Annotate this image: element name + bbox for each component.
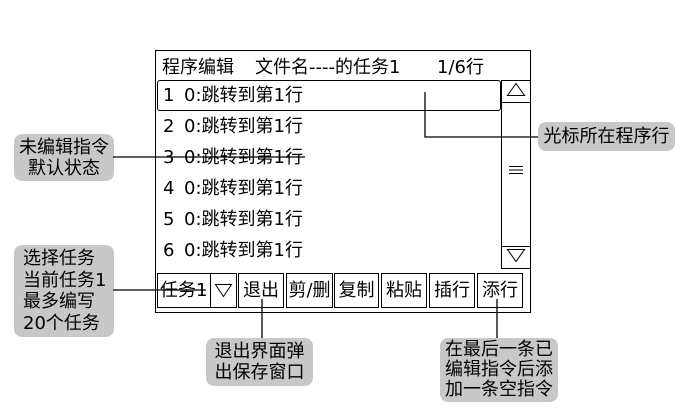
callout-text-line: 光标所在程序行 bbox=[543, 126, 670, 147]
row-number: 6 bbox=[163, 240, 175, 261]
callout-text-line: 在最后一条已 bbox=[445, 339, 553, 360]
callout-text-line: 编辑指令后添 bbox=[445, 359, 553, 380]
callout-default-state: 未编辑指令 默认状态 bbox=[14, 134, 114, 181]
program-editor-panel bbox=[155, 50, 531, 313]
row-instruction: 0:跳转到第1行 bbox=[184, 85, 303, 106]
callout-text-line: 默认状态 bbox=[28, 157, 100, 179]
editor-title: 程序编辑 bbox=[162, 57, 234, 78]
program-row[interactable]: 3 0:跳转到第1行 bbox=[157, 142, 501, 173]
callout-text-line: 未编辑指令 bbox=[19, 136, 109, 158]
scroll-up-button[interactable] bbox=[502, 81, 530, 103]
row-instruction: 0:跳转到第1行 bbox=[184, 116, 303, 137]
callout-add-row: 在最后一条已 编辑指令后添 加一条空指令 bbox=[440, 338, 558, 402]
row-number: 4 bbox=[163, 178, 175, 199]
callout-text-line: 加一条空指令 bbox=[445, 379, 553, 400]
add-row-button[interactable]: 添行 bbox=[477, 273, 523, 308]
copy-button[interactable]: 复制 bbox=[334, 273, 379, 308]
row-instruction: 0:跳转到第1行 bbox=[184, 209, 303, 230]
row-instruction: 0:跳转到第1行 bbox=[184, 240, 303, 261]
triangle-down-icon bbox=[211, 274, 236, 307]
exit-button[interactable]: 退出 bbox=[238, 273, 284, 308]
row-instruction: 0:跳转到第1行 bbox=[184, 147, 303, 168]
row-number: 3 bbox=[163, 147, 175, 168]
paste-button[interactable]: 粘贴 bbox=[381, 273, 427, 308]
callout-text-line: 选择任务 bbox=[23, 248, 95, 269]
program-row[interactable]: 4 0:跳转到第1行 bbox=[157, 173, 501, 204]
triangle-up-icon bbox=[506, 82, 526, 101]
callout-exit-popup: 退出界面弹 出保存窗口 bbox=[206, 338, 313, 386]
row-number: 5 bbox=[163, 209, 175, 230]
callout-text-line: 20个任务 bbox=[23, 312, 100, 334]
program-row[interactable]: 5 0:跳转到第1行 bbox=[157, 204, 501, 235]
dropdown-divider bbox=[210, 274, 211, 307]
triangle-down-icon bbox=[506, 248, 526, 267]
callout-cursor-row: 光标所在程序行 bbox=[538, 122, 675, 151]
cut-delete-button[interactable]: 剪/删 bbox=[286, 273, 333, 308]
file-name-label: 文件名----的任务1 bbox=[255, 57, 401, 78]
callout-text-line: 出保存窗口 bbox=[214, 362, 305, 383]
scroll-down-button[interactable] bbox=[502, 246, 530, 268]
callout-text-line: 最多编写 bbox=[23, 291, 95, 312]
grip-lines-icon[interactable] bbox=[509, 160, 523, 174]
vertical-scrollbar[interactable] bbox=[501, 80, 530, 269]
insert-row-button[interactable]: 插行 bbox=[429, 273, 475, 308]
task-select-value: 任务1 bbox=[160, 280, 208, 301]
callout-text-line: 退出界面弹 bbox=[214, 341, 305, 362]
line-counter: 1/6行 bbox=[437, 57, 484, 78]
callout-task-select: 选择任务 当前任务1 最多编写 20个任务 bbox=[14, 245, 114, 337]
callout-text-line: 当前任务1 bbox=[23, 269, 107, 291]
program-row[interactable]: 1 0:跳转到第1行 bbox=[157, 80, 501, 111]
row-number: 1 bbox=[163, 85, 175, 106]
row-number: 2 bbox=[163, 116, 175, 137]
program-row[interactable]: 6 0:跳转到第1行 bbox=[157, 235, 501, 266]
task-select-dropdown[interactable]: 任务1 bbox=[157, 273, 237, 308]
row-instruction: 0:跳转到第1行 bbox=[184, 178, 303, 199]
program-row[interactable]: 2 0:跳转到第1行 bbox=[157, 111, 501, 142]
